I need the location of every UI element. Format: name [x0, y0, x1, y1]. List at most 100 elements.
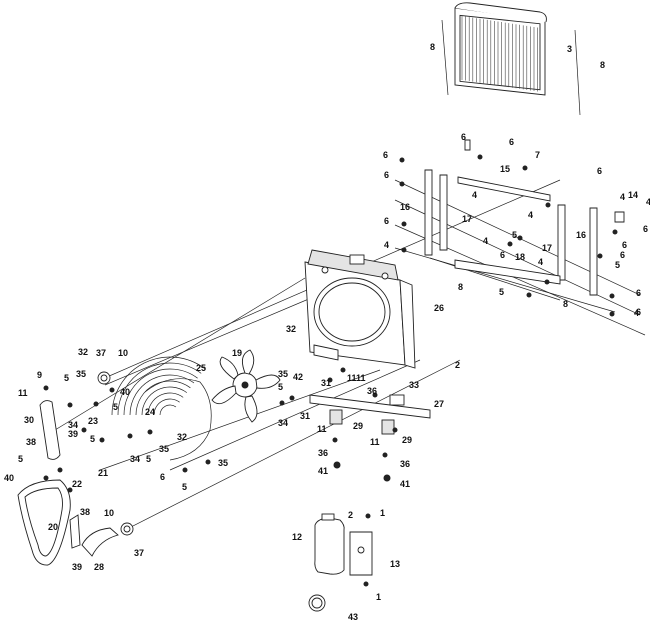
- callout-label: 24: [145, 407, 155, 417]
- callout-label: 6: [643, 224, 648, 234]
- callout-label: 16: [400, 202, 410, 212]
- callout-label: 35: [159, 444, 169, 454]
- callout-label: 22: [72, 479, 82, 489]
- fastener-bolt: [363, 581, 369, 587]
- callout-label: 35: [76, 369, 86, 379]
- callout-label: 35: [278, 369, 288, 379]
- callout-label: 28: [94, 562, 104, 572]
- callout-label: 4: [538, 257, 543, 267]
- cooling-fan: [211, 349, 281, 423]
- callout-label: 34: [278, 418, 288, 428]
- callout-label: 33: [409, 380, 419, 390]
- fan-guard-ring: [123, 368, 198, 416]
- callout-label: 4: [472, 190, 477, 200]
- fastener-bolt: [81, 427, 87, 433]
- callout-label: 38: [80, 507, 90, 517]
- callout-label: 31: [300, 411, 310, 421]
- callout-label: 5: [146, 454, 151, 464]
- callout-label: 8: [458, 282, 463, 292]
- fastener-bolt: [109, 387, 115, 393]
- fastener-bolt: [147, 429, 153, 435]
- fan-guard: [111, 356, 212, 461]
- fastener-bolt: [522, 165, 528, 171]
- callout-label: 5: [512, 230, 517, 240]
- callout-label: 6: [620, 250, 625, 260]
- callout-label: 15: [500, 164, 510, 174]
- callout-label: 35: [218, 458, 228, 468]
- callout-label: 43: [348, 612, 358, 622]
- callout-label: 32: [177, 432, 187, 442]
- callout-label: 6: [597, 166, 602, 176]
- callout-label: 2: [348, 510, 353, 520]
- fastener-bolt: [477, 154, 483, 160]
- callout-label: 4: [528, 210, 533, 220]
- callout-label: 31: [321, 378, 331, 388]
- callout-label: 39: [68, 429, 78, 439]
- belt-and-hoses: [17, 371, 134, 566]
- callout-label: 3: [567, 44, 572, 54]
- fastener-bolt: [327, 377, 333, 383]
- callout-label: 6: [384, 216, 389, 226]
- fan-guard-ring: [117, 362, 202, 416]
- callout-label: 36: [318, 448, 328, 458]
- callout-label: 37: [134, 548, 144, 558]
- callout-label: 36: [400, 459, 410, 469]
- fastener-bolt: [340, 367, 346, 373]
- callout-label: 25: [196, 363, 206, 373]
- callout-label: 8: [600, 60, 605, 70]
- grille-screen: [441, 2, 581, 116]
- callout-label: 10: [104, 508, 114, 518]
- fastener-bolt: [612, 229, 618, 235]
- callout-label: 16: [576, 230, 586, 240]
- callout-label: 11: [370, 437, 380, 447]
- callout-label: 5: [615, 260, 620, 270]
- fastener-bolt: [597, 253, 603, 259]
- callout-label: 8: [563, 299, 568, 309]
- fastener-bolt: [67, 402, 73, 408]
- callout-label: 9: [37, 370, 42, 380]
- callout-label: 11: [347, 373, 357, 383]
- callout-label: 4: [634, 308, 639, 318]
- callout-label: 14: [628, 190, 638, 200]
- callout-label: 32: [286, 324, 296, 334]
- callout-label: 5: [182, 482, 187, 492]
- callout-label: 5: [64, 373, 69, 383]
- fan-guard-ring: [141, 386, 188, 416]
- fastener-bolt: [365, 513, 371, 519]
- callout-label: 5: [90, 434, 95, 444]
- callout-label: 18: [515, 252, 525, 262]
- fastener-bolt: [99, 437, 105, 443]
- callout-label: 5: [278, 382, 283, 392]
- callout-label: 12: [292, 532, 302, 542]
- callout-label: 1: [376, 592, 381, 602]
- callout-label: 40: [120, 387, 130, 397]
- callout-label: 6: [384, 170, 389, 180]
- fastener-bolt: [182, 467, 188, 473]
- callout-label: 23: [88, 416, 98, 426]
- callout-label: 13: [390, 559, 400, 569]
- callout-label: 37: [96, 348, 106, 358]
- fastener-bolt: [526, 292, 532, 298]
- fastener-bolt: [205, 459, 211, 465]
- callout-label: 20: [48, 522, 58, 532]
- callout-label: 29: [353, 421, 363, 431]
- callout-label: 1: [380, 508, 385, 518]
- callout-label: 8: [430, 42, 435, 52]
- callout-label: 29: [402, 435, 412, 445]
- fastener-bolt: [517, 235, 523, 241]
- callout-label: 41: [400, 479, 410, 489]
- callout-label: 11: [317, 424, 327, 434]
- fan-guard-ring: [111, 356, 206, 416]
- fastener-bolt: [609, 293, 615, 299]
- fasteners: [43, 154, 618, 587]
- callout-label: 6: [509, 137, 514, 147]
- fastener-bolt: [127, 433, 133, 439]
- callout-label: 17: [542, 243, 552, 253]
- callout-label: 4: [384, 240, 389, 250]
- callout-label: 6: [500, 250, 505, 260]
- callout-label: 5: [499, 287, 504, 297]
- callout-label: 19: [232, 348, 242, 358]
- fastener-bolt: [43, 385, 49, 391]
